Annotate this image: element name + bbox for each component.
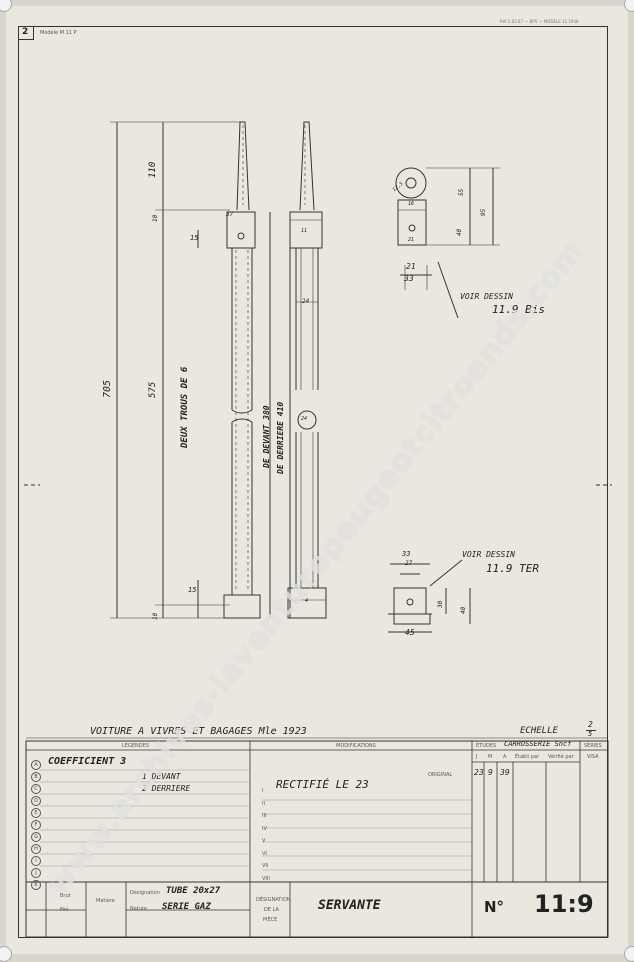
date-month: 9 — [488, 768, 493, 777]
header-legende: LÉGENDES — [122, 743, 149, 749]
coef-front: 1 DEVANT — [142, 772, 181, 781]
corner-pin-top-right — [624, 0, 634, 12]
dim-16: 16 — [408, 201, 415, 207]
scale-numerator: 2 — [588, 720, 593, 729]
label-nature: Nature — [130, 906, 147, 912]
col-etabli: Établi par — [515, 754, 540, 760]
label-fini: Fini — [60, 907, 69, 913]
col-verifie: Vérifié par — [548, 754, 574, 760]
col-j: J — [476, 754, 478, 760]
modification-numeral: II — [262, 800, 265, 807]
model-reference: Modèle M 11 P — [40, 30, 77, 36]
dim-27: 27 — [405, 560, 413, 567]
dim-15-bottom: 15 — [188, 586, 197, 594]
dim-total-705: 705 — [102, 379, 113, 398]
corner-reference: Réf 2.83.67 — BPS — MODÈLE 11 1938 — [500, 19, 579, 24]
legend-letter: G — [31, 832, 41, 842]
nature-value: SERIE GAZ — [162, 902, 211, 912]
legend-letter: J — [31, 868, 41, 878]
modification-text: RECTIFIÉ LE 23 — [276, 778, 369, 791]
legend-letter: A — [31, 760, 41, 770]
note-front-length: DE DEVANT 380 — [262, 405, 271, 468]
date-year: 39 — [500, 768, 510, 777]
legend-letter: B — [31, 772, 41, 782]
legend-letter: K — [31, 880, 41, 890]
note-rear-length: DE DERRIERE 410 — [276, 401, 285, 474]
note-holes: DEUX TROUS DE 6 — [180, 366, 190, 448]
drawing-number-label: N° — [484, 898, 505, 916]
legend-letter: C — [31, 784, 41, 794]
dim-33-top: 33 — [404, 274, 414, 283]
coef-rear: 2 DERRIERE — [142, 784, 191, 793]
header-modifications: MODIFICATIONS — [336, 743, 376, 749]
dim-45: 45 — [405, 628, 415, 637]
modification-numeral: VII — [262, 863, 269, 869]
legend-letter: I — [31, 856, 41, 866]
dim-40-top: 40 — [456, 228, 463, 236]
modification-numeral: V — [262, 838, 266, 844]
note-voir-dessin-1-ref: 11.9 Bis — [492, 303, 545, 316]
vehicle-title: VOITURE A VIVRES ET BAGAGES Mle 1923 — [90, 726, 307, 737]
dim-21: 21 — [406, 262, 416, 271]
label-piece: PIÈCE — [263, 917, 278, 923]
designation-value: TUBE 20x27 — [166, 886, 221, 896]
label-matiere: Matière — [96, 898, 115, 904]
dim-4: 4 — [305, 598, 309, 604]
dim-mid-575: 575 — [148, 381, 158, 398]
legend-letter: F — [31, 820, 41, 830]
dim-21-small: 21 — [408, 237, 415, 243]
header-carrosserie: CARROSSERIE Sncf — [504, 740, 572, 748]
scale-fraction-bar — [586, 730, 596, 731]
label-de-la: DE LA — [264, 907, 279, 913]
corner-pin-top-left — [0, 0, 12, 12]
dim-55: 55 — [458, 188, 465, 196]
label-original: ORIGINAL — [428, 772, 453, 778]
dim-10-bottom: 10 — [152, 612, 159, 620]
dim-24-circle: 24 — [301, 416, 308, 422]
dim-40-bottom: 40 — [460, 606, 467, 614]
legend-letter: H — [31, 844, 41, 854]
dim-10-top: 10 — [152, 214, 159, 222]
col-visa: VISA — [587, 754, 599, 760]
note-voir-dessin-1: VOIR DESSIN — [460, 292, 513, 301]
piece-name: SERVANTE — [318, 898, 381, 913]
sheet-number-box — [19, 27, 34, 40]
dim-30: 30 — [437, 600, 444, 608]
dim-11: 11 — [301, 228, 308, 234]
dim-24: 24 — [302, 298, 310, 305]
modification-numeral: I — [262, 788, 264, 794]
modification-numeral: VI — [262, 850, 267, 857]
legend-letter: E — [31, 808, 41, 818]
label-designation: Désignation — [130, 890, 160, 896]
dim-33-bottom: 33 — [402, 550, 411, 558]
modification-numeral: VIII — [262, 875, 270, 882]
drawing-sheet — [6, 6, 628, 954]
sheet-number: 2 — [22, 27, 29, 37]
header-etudes: ÉTUDES — [476, 743, 497, 749]
header-series: SÉRIES — [584, 743, 602, 749]
label-designation-piece: DÉSIGNATION — [256, 897, 291, 903]
legend-letter: D — [31, 796, 41, 806]
col-m: M — [488, 754, 493, 760]
dim-15-top: 15 — [190, 234, 199, 242]
coefficient: COEFFICIENT 3 — [48, 756, 127, 767]
modification-numeral: III — [262, 813, 267, 819]
note-voir-dessin-2-ref: 11.9 TER — [486, 562, 539, 575]
dim-top-110: 110 — [148, 161, 158, 178]
scale-label: ECHELLE — [520, 726, 558, 736]
label-brut: Brut — [60, 893, 71, 899]
dim-95: 95 — [480, 208, 487, 216]
drawing-number: 11:9 — [534, 890, 594, 918]
scale-denominator: 5 — [588, 730, 593, 738]
note-voir-dessin-2: VOIR DESSIN — [462, 550, 515, 559]
col-a: A — [503, 754, 507, 760]
date-day: 23 — [474, 768, 484, 777]
modification-numeral: IV — [262, 825, 267, 832]
dim-37: 37 — [226, 211, 234, 218]
